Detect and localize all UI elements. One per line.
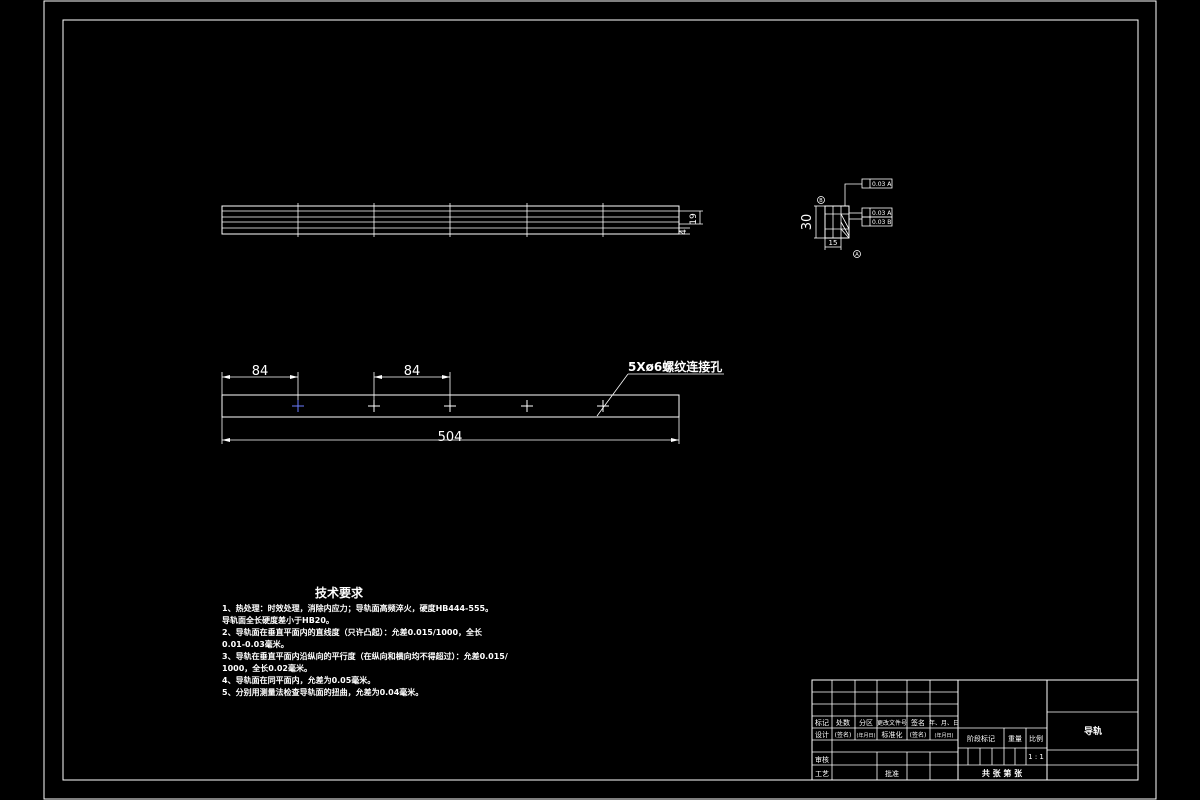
- top-view: 19 4: [221, 203, 703, 237]
- svg-text:年、月、日: 年、月、日: [929, 719, 959, 727]
- weight-label: 重量: [1008, 735, 1022, 743]
- svg-text:批准: 批准: [885, 769, 899, 778]
- sheet-count: 共 张 第 张: [982, 768, 1023, 778]
- svg-text:(年月日): (年月日): [935, 732, 954, 739]
- top-thickness-dim: 4: [679, 229, 689, 235]
- scale-value: 1 : 1: [1028, 753, 1044, 761]
- svg-text:标记: 标记: [815, 718, 829, 727]
- svg-text:(签名): (签名): [835, 731, 852, 739]
- top-height-dim: 19: [689, 213, 699, 225]
- svg-text:处数: 处数: [836, 718, 850, 727]
- hole-5: [597, 400, 609, 412]
- section-outline: [824, 205, 850, 239]
- title-block: 标记 处数 分区 更改文件号 签名 年、月、日 设计 (签名) (年月日) 标准…: [811, 679, 1139, 781]
- front-view: 5Xø6螺纹连接孔 84 84 504: [221, 359, 724, 445]
- dim-504-total: 504: [438, 430, 463, 445]
- svg-text:设计: 设计: [815, 730, 829, 739]
- svg-text:(年月日): (年月日): [857, 732, 876, 739]
- svg-text:(签名): (签名): [910, 731, 927, 739]
- outer-border: [43, 0, 1157, 800]
- datum-symbol-b: [817, 196, 825, 204]
- svg-text:工艺: 工艺: [815, 770, 829, 778]
- part-name: 导轨: [1084, 725, 1102, 737]
- requirement-line: 导轨面全长硬度差小于HB20。: [222, 615, 334, 625]
- requirement-line: 3、导轨在垂直平面内沿纵向的平行度（在纵向和横向均不得超过）：允差0.015/: [222, 651, 508, 661]
- svg-text:0.03 A: 0.03 A: [872, 210, 892, 217]
- requirements-title: 技术要求: [315, 585, 364, 600]
- dim-84-mid: 84: [404, 364, 421, 379]
- hole-note: 5Xø6螺纹连接孔: [628, 359, 722, 374]
- hole-2: [368, 400, 380, 412]
- requirement-line: 5、分别用测量法检查导轨面的扭曲，允差为0.04毫米。: [222, 687, 423, 697]
- svg-text:签名: 签名: [911, 718, 925, 727]
- tolerance-frame-3: [861, 216, 893, 227]
- section-width-dim: 15: [829, 239, 838, 247]
- inner-frame: [62, 19, 1139, 781]
- front-view-outline: [221, 394, 680, 418]
- hole-3: [444, 400, 456, 412]
- svg-text:审核: 审核: [815, 755, 829, 764]
- scale-label: 比例: [1029, 734, 1043, 743]
- svg-text:更改文件号: 更改文件号: [877, 719, 907, 727]
- tolerance-frame-1: [861, 178, 893, 189]
- svg-text:B: B: [819, 198, 823, 204]
- svg-text:分区: 分区: [859, 718, 873, 727]
- hole-4: [521, 400, 533, 412]
- svg-text:A: A: [855, 252, 859, 258]
- svg-text:0.03 B: 0.03 B: [872, 219, 891, 226]
- svg-text:标准化: 标准化: [882, 730, 903, 739]
- stage-mark-label: 阶段标记: [967, 734, 995, 743]
- section-view: 30 15 B A 0.03 A 0.03 A 0.03 B: [800, 178, 893, 258]
- technical-requirements: 技术要求 1、热处理：时效处理，消除内应力；导轨面高频淬火，硬度HB444-55…: [222, 585, 508, 697]
- requirement-line: 1、热处理：时效处理，消除内应力；导轨面高频淬火，硬度HB444-555。: [222, 603, 493, 614]
- hole-leader: [596, 373, 629, 417]
- hole-1: [292, 400, 304, 412]
- requirement-line: 4、导轨面在同平面内，允差为0.05毫米。: [222, 675, 375, 685]
- svg-text:0.03 A: 0.03 A: [872, 181, 892, 188]
- requirement-line: 0.01-0.03毫米。: [222, 639, 289, 649]
- top-view-outline: [221, 205, 680, 235]
- section-height-dim: 30: [800, 214, 815, 231]
- datum-symbol-a: [853, 250, 861, 258]
- dim-84-left: 84: [252, 364, 269, 379]
- requirement-line: 2、导轨面在垂直平面内的直线度（只许凸起）：允差0.015/1000，全长: [222, 627, 483, 637]
- requirement-line: 1000，全长0.02毫米。: [222, 663, 312, 673]
